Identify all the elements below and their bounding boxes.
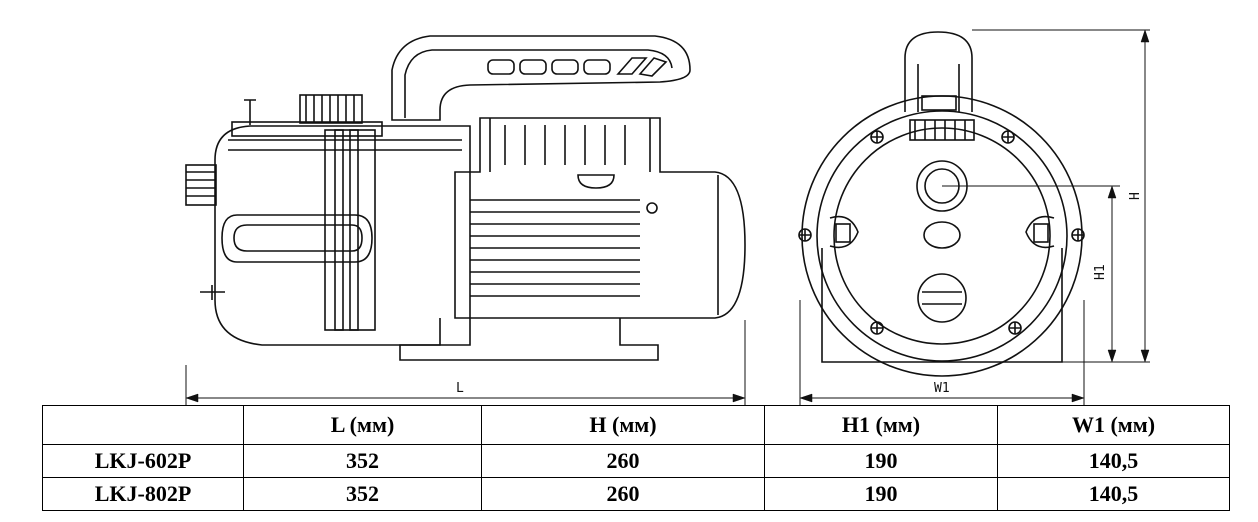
header-cell-h: H (мм) [481,405,765,445]
cell-h1: 190 [764,444,998,478]
dimension-label-h: H [1128,192,1143,200]
cell-h1: 190 [764,477,998,511]
table-row: LKJ-602P 352 260 190 140,5 [42,444,1230,478]
cell-h: 260 [481,477,765,511]
pump-side-view [185,35,746,405]
cell-model: LKJ-602P [42,444,244,478]
cell-l: 352 [243,444,482,478]
pump-technical-drawing: L [185,29,1150,405]
cell-l: 352 [243,477,482,511]
dimension-label-h1: H1 [1093,264,1108,280]
header-cell-model [42,405,244,445]
header-cell-h1: H1 (мм) [764,405,998,445]
cell-w1: 140,5 [997,444,1230,478]
header-cell-l: L (мм) [243,405,482,445]
cell-w1: 140,5 [997,477,1230,511]
dimensions-table: L (мм) H (мм) H1 (мм) W1 (мм) LKJ-602P 3… [42,405,1230,511]
cell-model: LKJ-802P [42,477,244,511]
dimension-label-l: L [456,381,464,396]
header-cell-w1: W1 (мм) [997,405,1230,445]
pump-front-view [798,29,1150,405]
cell-h: 260 [481,444,765,478]
table-header-row: L (мм) H (мм) H1 (мм) W1 (мм) [42,405,1230,445]
dimension-label-w1: W1 [934,381,950,396]
table-row: LKJ-802P 352 260 190 140,5 [42,477,1230,511]
